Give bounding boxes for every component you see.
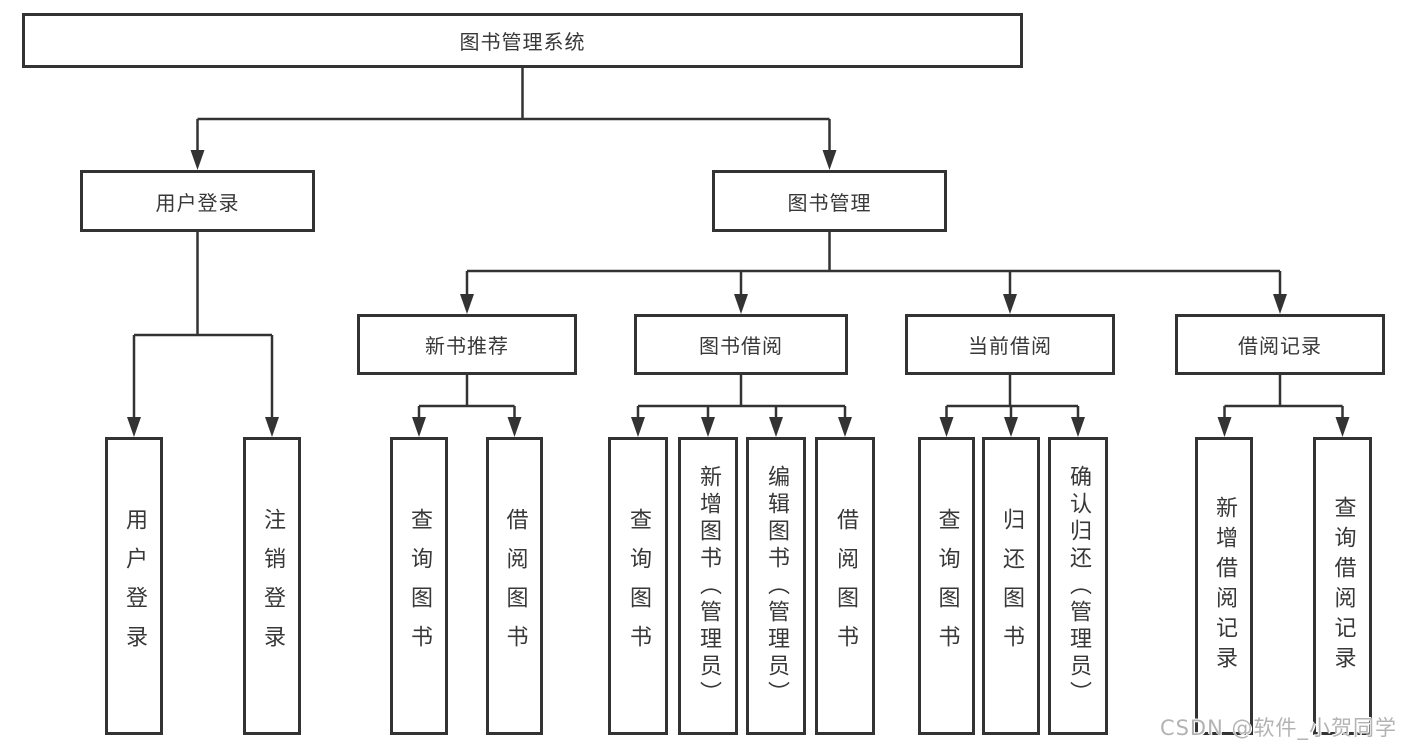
node-user-login: 用户登录 [80, 170, 315, 232]
leaf-confirm-return-admin: 确认归还（管理员） [1048, 437, 1108, 735]
csdn-watermark: CSDN @软件_小贺同学 [1159, 716, 1397, 740]
leaf-label: 新增图书（管理员） [696, 464, 721, 708]
leaf-query-books-recommend: 查询图书 [390, 437, 448, 735]
leaf-borrow-books-recommend: 借阅图书 [486, 437, 543, 735]
leaf-borrow-books-borrowing: 借阅图书 [815, 437, 875, 735]
leaf-label: 归还图书 [999, 508, 1024, 664]
leaf-label: 用户登录 [122, 508, 147, 664]
node-book-borrowing: 图书借阅 [634, 314, 848, 375]
node-label: 用户登录 [155, 190, 240, 215]
leaf-label: 编辑图书（管理员） [764, 464, 789, 708]
leaf-edit-books-admin: 编辑图书（管理员） [746, 437, 806, 735]
leaf-label: 查询借阅记录 [1330, 496, 1356, 676]
connector-current-borrowing-to-leaves [939, 375, 1085, 437]
node-library-management-system: 图书管理系统 [22, 13, 1023, 68]
leaf-add-books-admin: 新增图书（管理员） [678, 437, 738, 735]
node-new-book-recommendation: 新书推荐 [357, 314, 577, 375]
leaf-label: 借阅图书 [502, 508, 528, 664]
leaf-user-login: 用户登录 [105, 437, 163, 735]
node-label: 借阅记录 [1238, 334, 1322, 358]
leaf-add-borrow-record: 新增借阅记录 [1195, 437, 1253, 735]
node-label: 图书管理系统 [459, 30, 586, 54]
node-label: 图书借阅 [699, 334, 783, 358]
connector-new-book-recommendation-to-leaves [412, 375, 522, 437]
connector-book-borrowing-to-leaves [631, 375, 852, 437]
leaf-label: 查询图书 [626, 508, 651, 664]
leaf-logout-login: 注销登录 [243, 437, 301, 735]
leaf-return-books: 归还图书 [982, 437, 1040, 735]
connector-book-management-to-level3 [460, 232, 1287, 314]
connector-borrowing-records-to-leaves [1217, 375, 1350, 437]
node-book-management: 图书管理 [712, 170, 947, 232]
leaf-query-borrow-record: 查询借阅记录 [1313, 437, 1372, 735]
node-label: 图书管理 [787, 190, 872, 215]
connector-user-login-to-leaves [127, 232, 279, 437]
node-borrowing-records: 借阅记录 [1175, 314, 1385, 375]
leaf-label: 注销登录 [260, 508, 285, 664]
node-current-borrowing: 当前借阅 [905, 314, 1115, 375]
leaf-query-books-current: 查询图书 [918, 437, 975, 735]
leaf-label: 查询图书 [934, 508, 960, 664]
leaf-label: 新增借阅记录 [1212, 496, 1237, 676]
leaf-query-books-borrowing: 查询图书 [608, 437, 668, 735]
leaf-label: 借阅图书 [833, 508, 858, 664]
node-label: 当前借阅 [968, 334, 1052, 358]
connector-root-to-level2 [190, 68, 837, 170]
leaf-label: 查询图书 [407, 508, 432, 664]
node-label: 新书推荐 [425, 334, 509, 358]
leaf-label: 确认归还（管理员） [1066, 464, 1091, 708]
